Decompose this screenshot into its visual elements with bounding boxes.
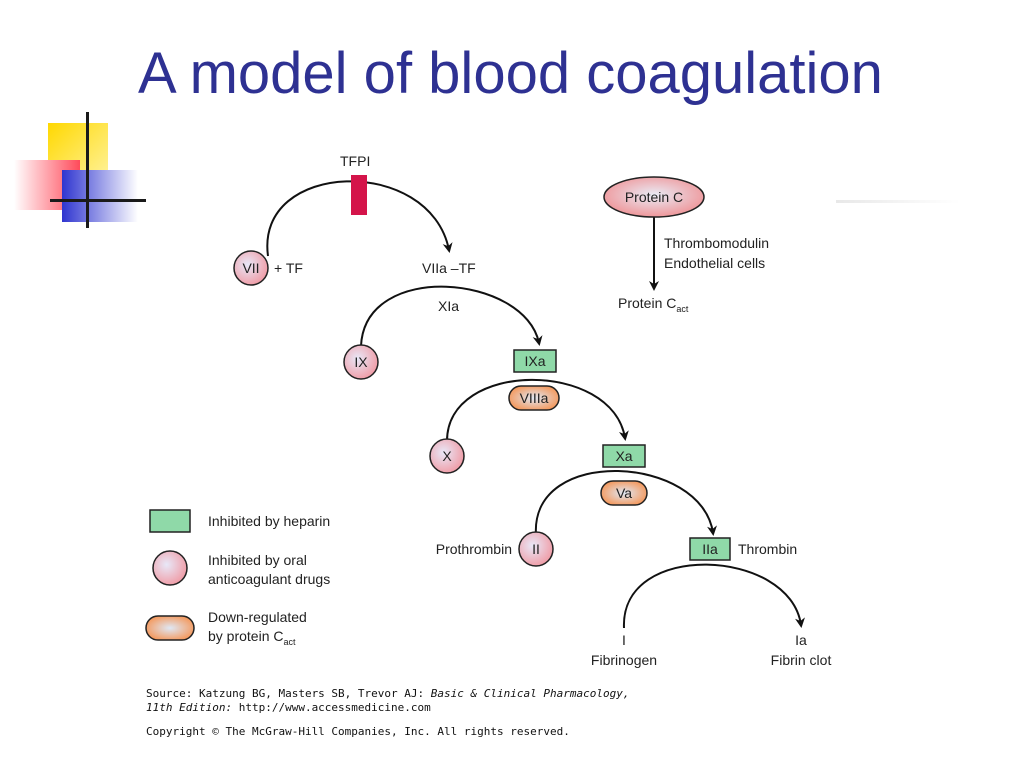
prothrombin-label: Prothrombin xyxy=(436,541,512,557)
source-edition: 11th Edition: xyxy=(146,701,233,714)
tfpi-inhibitor-bar xyxy=(351,175,367,215)
fibrinogen-label: Fibrinogen xyxy=(591,652,657,668)
va-pill xyxy=(600,480,648,506)
legend-oral-label-1: Inhibited by oral xyxy=(208,552,307,568)
thrombin-label: Thrombin xyxy=(738,541,797,557)
tfpi-label: TFPI xyxy=(340,153,370,169)
xa-label: Xa xyxy=(615,448,632,464)
decor-faint-line xyxy=(836,200,960,203)
fibrin-clot-label: Fibrin clot xyxy=(771,652,832,668)
ii-circle xyxy=(518,531,554,567)
legend-oral-swatch xyxy=(152,550,188,586)
ixa-box xyxy=(513,349,557,373)
viia-tf-label: VIIa –TF xyxy=(422,260,476,276)
iia-label: IIa xyxy=(702,541,718,557)
ia-label: Ia xyxy=(795,632,807,648)
protein-c-label: Protein C xyxy=(625,189,683,205)
vii-circle xyxy=(233,250,269,286)
viiia-label: VIIIa xyxy=(520,390,549,406)
protein-c-act-label: Protein Cact xyxy=(618,295,689,314)
legend-down-regulated-swatch xyxy=(145,615,195,641)
iia-box xyxy=(689,537,731,561)
plus-tf-label: + TF xyxy=(274,260,303,276)
legend-down-label-1: Down-regulated xyxy=(208,609,307,625)
arc-vii-to-viia xyxy=(266,180,453,257)
decor-vertical-line xyxy=(86,112,89,228)
legend-heparin-swatch xyxy=(149,509,191,533)
vii-label: VII xyxy=(242,260,259,276)
ix-label: IX xyxy=(354,354,368,370)
protein-c-ellipse xyxy=(603,176,705,218)
endothelial-cells-label: Endothelial cells xyxy=(664,255,765,271)
arc-x-to-xa xyxy=(446,378,629,442)
arc-fibrinogen-to-fibrin xyxy=(622,563,805,629)
legend-oral-label-2: anticoagulant drugs xyxy=(208,571,330,587)
source-prefix: Source: Katzung BG, Masters SB, Trevor A… xyxy=(146,687,431,700)
legend-heparin-label: Inhibited by heparin xyxy=(208,513,330,529)
ix-circle xyxy=(343,344,379,380)
legend-down-label-2: by protein Cact xyxy=(208,628,296,647)
arc-ix-to-ixa xyxy=(360,285,543,347)
i-label: I xyxy=(622,632,626,648)
viiia-pill xyxy=(508,385,560,411)
source-citation: Source: Katzung BG, Masters SB, Trevor A… xyxy=(146,687,629,715)
decor-horizontal-line xyxy=(50,199,146,202)
x-circle xyxy=(429,438,465,474)
xa-box xyxy=(602,444,646,468)
ii-label: II xyxy=(532,541,540,557)
page-title: A model of blood coagulation xyxy=(138,41,883,106)
ixa-label: IXa xyxy=(524,353,545,369)
source-book-title: Basic & Clinical Pharmacology, xyxy=(430,687,630,700)
decor-blue-square xyxy=(62,170,138,222)
thrombomodulin-label: Thrombomodulin xyxy=(664,235,769,251)
arc-ii-to-iia xyxy=(534,470,717,536)
source-url: http://www.accessmedicine.com xyxy=(232,701,431,714)
x-label: X xyxy=(442,448,452,464)
va-label: Va xyxy=(616,485,632,501)
copyright-notice: Copyright © The McGraw-Hill Companies, I… xyxy=(146,725,570,738)
xia-label: XIa xyxy=(438,298,459,314)
